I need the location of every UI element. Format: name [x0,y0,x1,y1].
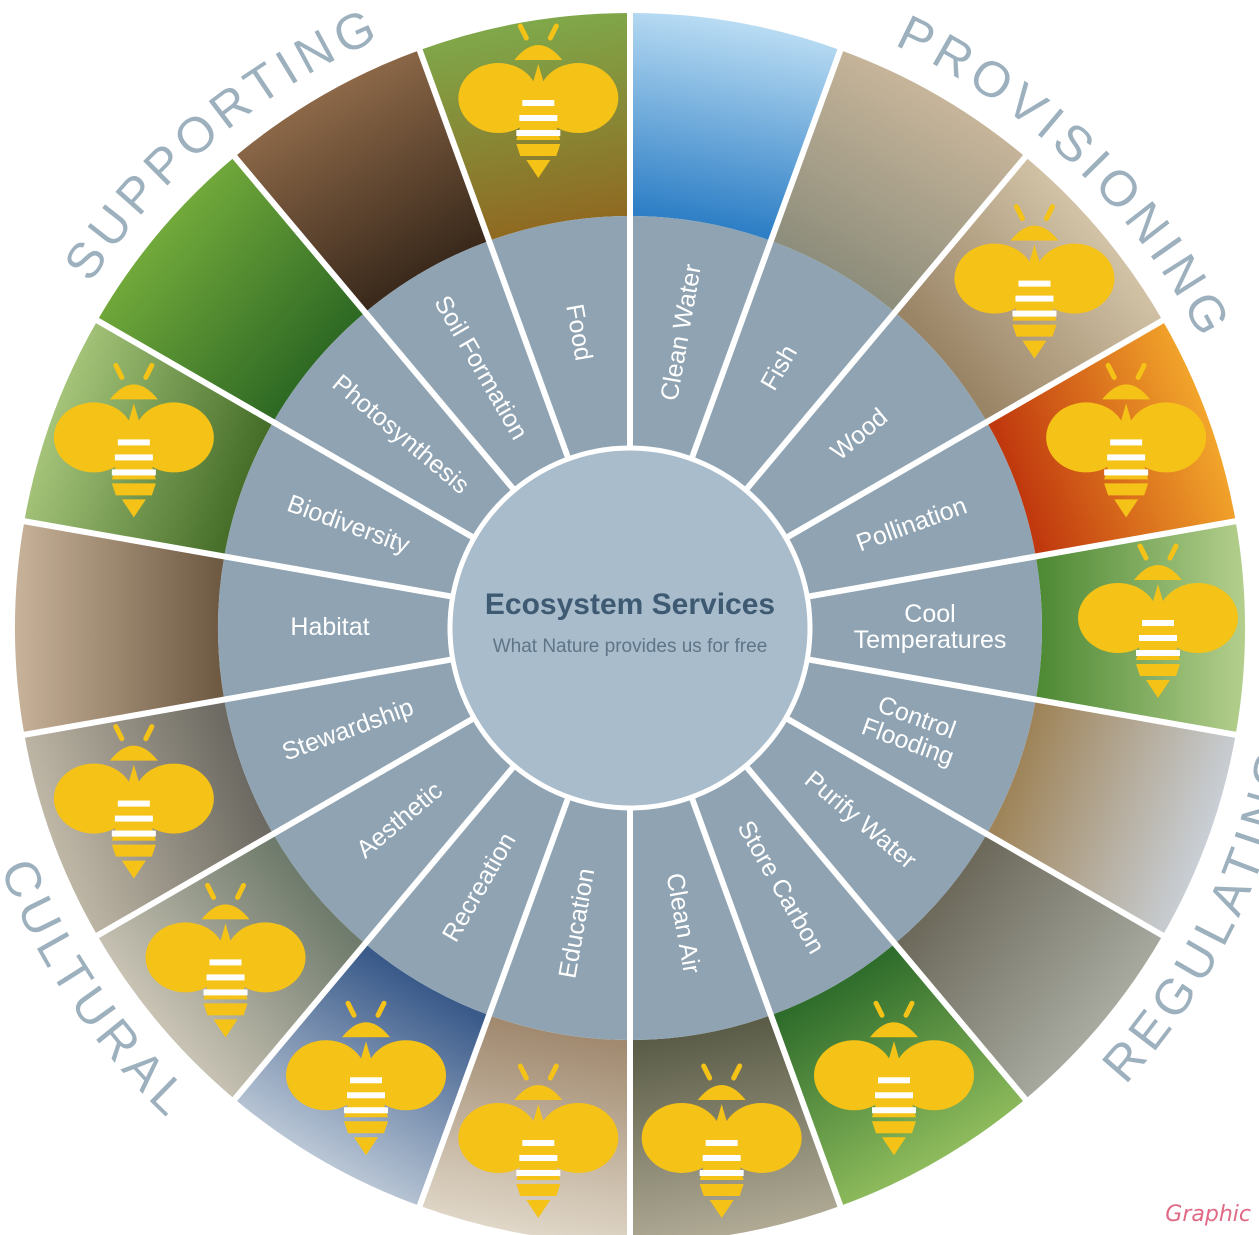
segment-divider [21,655,456,739]
service-wedge [489,797,630,1040]
bee-icon [458,1063,619,1218]
service-wedge [273,312,515,538]
photo-wetland [986,699,1236,936]
service-label-line: Temperatures [854,626,1007,654]
credit-text: Graphic [1165,1202,1251,1227]
service-wedge [224,422,475,597]
segment-divider [782,714,1166,940]
bee-icon [814,1000,974,1156]
service-wedge [745,312,987,538]
center-title: Ecosystem Services [485,588,775,621]
segment-divider [416,794,572,1209]
bee-icon [1078,543,1238,698]
bee-icon [145,882,306,1038]
service-wedge [630,216,771,459]
service-wedge [365,765,569,1016]
center-subtitle: What Nature provides us for free [493,636,768,657]
segment-divider [231,762,518,1103]
segment-divider [782,316,1166,542]
service-wedge [691,765,895,1016]
segment-divider [94,316,478,542]
segment-divider [231,153,518,494]
service-wedge [785,659,1036,834]
photo-salmon-stream [770,50,1026,313]
bee-icon [641,1063,802,1218]
bee-icon [286,1000,446,1156]
segment-divider [94,714,478,940]
service-ring [217,216,1043,1040]
bee-icon [954,204,1115,359]
segment-divider [804,655,1239,739]
service-label-line: Cool [904,600,955,628]
segment-divider [688,794,844,1209]
service-wedge [365,240,569,491]
service-wedge [745,718,987,944]
segment-dividers [21,11,1239,1235]
photo-soil-seedling [234,50,490,313]
service-wedge [217,556,453,700]
bee-icon [458,23,619,179]
photo-owl [14,521,225,735]
segment-divider [742,153,1029,494]
center-disc [447,445,813,811]
bee-icon [53,724,214,879]
service-wedge [224,659,475,834]
segment-divider [688,47,844,462]
service-label: Habitat [290,613,369,641]
segment-divider [21,517,456,601]
service-wedge [785,422,1036,597]
bee-icon [1046,362,1207,518]
service-wedge [630,797,771,1040]
photo-water-tap [630,13,841,241]
service-wedge [273,718,515,944]
segment-divider [416,47,572,462]
service-wedge [807,556,1043,700]
segment-divider [804,517,1239,601]
center-disc-group: Ecosystem Services What Nature provides … [447,445,813,811]
segment-divider [742,762,1029,1103]
bee-overlays [53,23,1238,1218]
service-wedge [691,240,895,491]
bee-icon [53,362,214,518]
service-wedge [489,216,630,459]
service-label-line: Habitat [290,613,369,641]
